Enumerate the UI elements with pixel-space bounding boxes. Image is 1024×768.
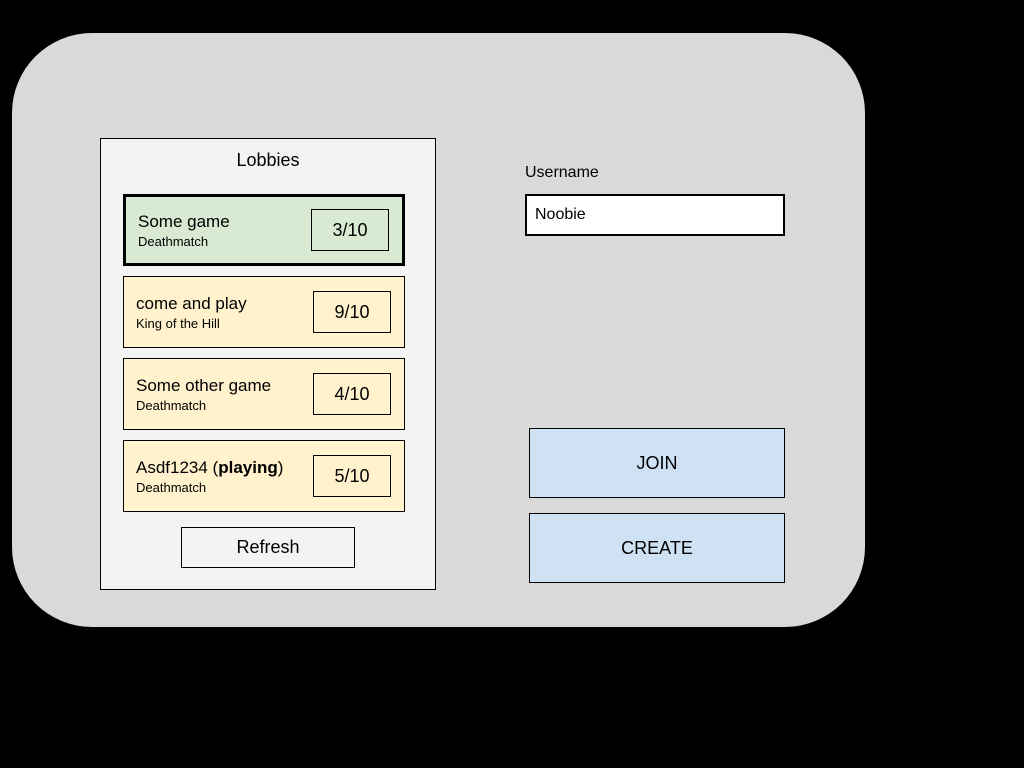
join-button[interactable]: JOIN <box>529 428 785 498</box>
lobby-item-text: Some other game Deathmatch <box>124 375 271 414</box>
lobby-item-text: come and play King of the Hill <box>124 293 247 332</box>
lobby-name: Asdf1234 (playing) <box>136 457 284 477</box>
lobby-game-mode: Deathmatch <box>136 479 207 495</box>
lobby-game-mode: Deathmatch <box>138 233 209 249</box>
lobby-name: Some game <box>138 211 230 231</box>
lobby-game-mode: King of the Hill <box>136 315 220 331</box>
lobby-list: Some game Deathmatch 3/10 come and play … <box>123 194 405 512</box>
lobby-item-some-other-game[interactable]: Some other game Deathmatch 4/10 <box>123 358 405 430</box>
lobby-game-mode: Deathmatch <box>136 397 207 413</box>
lobby-list-panel: Lobbies Some game Deathmatch 3/10 come a… <box>100 138 436 590</box>
lobby-item-asdf1234[interactable]: Asdf1234 (playing) Deathmatch 5/10 <box>123 440 405 512</box>
lobby-name: come and play <box>136 293 247 313</box>
lobby-player-count: 9/10 <box>313 291 391 333</box>
lobby-item-come-and-play[interactable]: come and play King of the Hill 9/10 <box>123 276 405 348</box>
lobby-name: Some other game <box>136 375 272 395</box>
create-button[interactable]: CREATE <box>529 513 785 583</box>
lobby-item-text: Asdf1234 (playing) Deathmatch <box>124 457 283 496</box>
lobby-player-count: 4/10 <box>313 373 391 415</box>
lobby-item-some-game[interactable]: Some game Deathmatch 3/10 <box>123 194 405 266</box>
username-label: Username <box>525 164 599 181</box>
app-panel: Lobbies Some game Deathmatch 3/10 come a… <box>12 33 865 627</box>
username-input[interactable] <box>525 194 785 236</box>
lobby-player-count: 5/10 <box>313 455 391 497</box>
refresh-button[interactable]: Refresh <box>181 527 355 568</box>
lobby-item-text: Some game Deathmatch <box>126 211 230 250</box>
lobby-list-title: Lobbies <box>236 150 300 170</box>
lobby-player-count: 3/10 <box>311 209 389 251</box>
